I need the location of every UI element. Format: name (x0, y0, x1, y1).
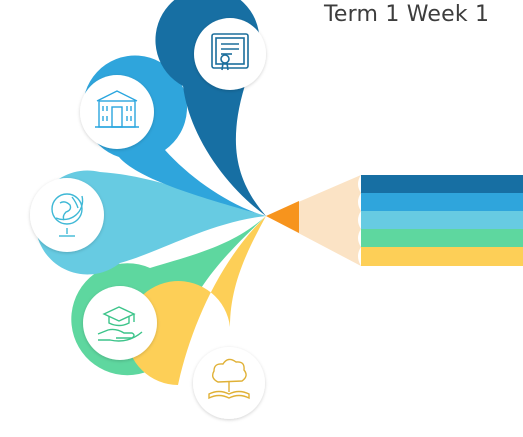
petal-yellow (126, 216, 266, 385)
pencil-wood (266, 175, 361, 266)
pencil-stripe (361, 229, 523, 247)
pencil-body (361, 175, 523, 266)
pencil-stripe (361, 247, 523, 266)
graduation-circle (83, 286, 157, 360)
school-circle (80, 75, 154, 149)
certificate-icon (211, 33, 249, 71)
page-title: Term 1 Week 1 (324, 2, 490, 27)
globe-icon (51, 193, 84, 237)
pencil-tip (266, 201, 299, 233)
graduation-cap-hand-icon (97, 306, 143, 342)
tree-book-icon (208, 358, 250, 400)
school-building-icon (95, 90, 139, 128)
pencil-stripe (361, 211, 523, 229)
pencil-stripe (361, 175, 523, 193)
globe-circle (30, 178, 104, 252)
pencil-stripe (361, 193, 523, 211)
